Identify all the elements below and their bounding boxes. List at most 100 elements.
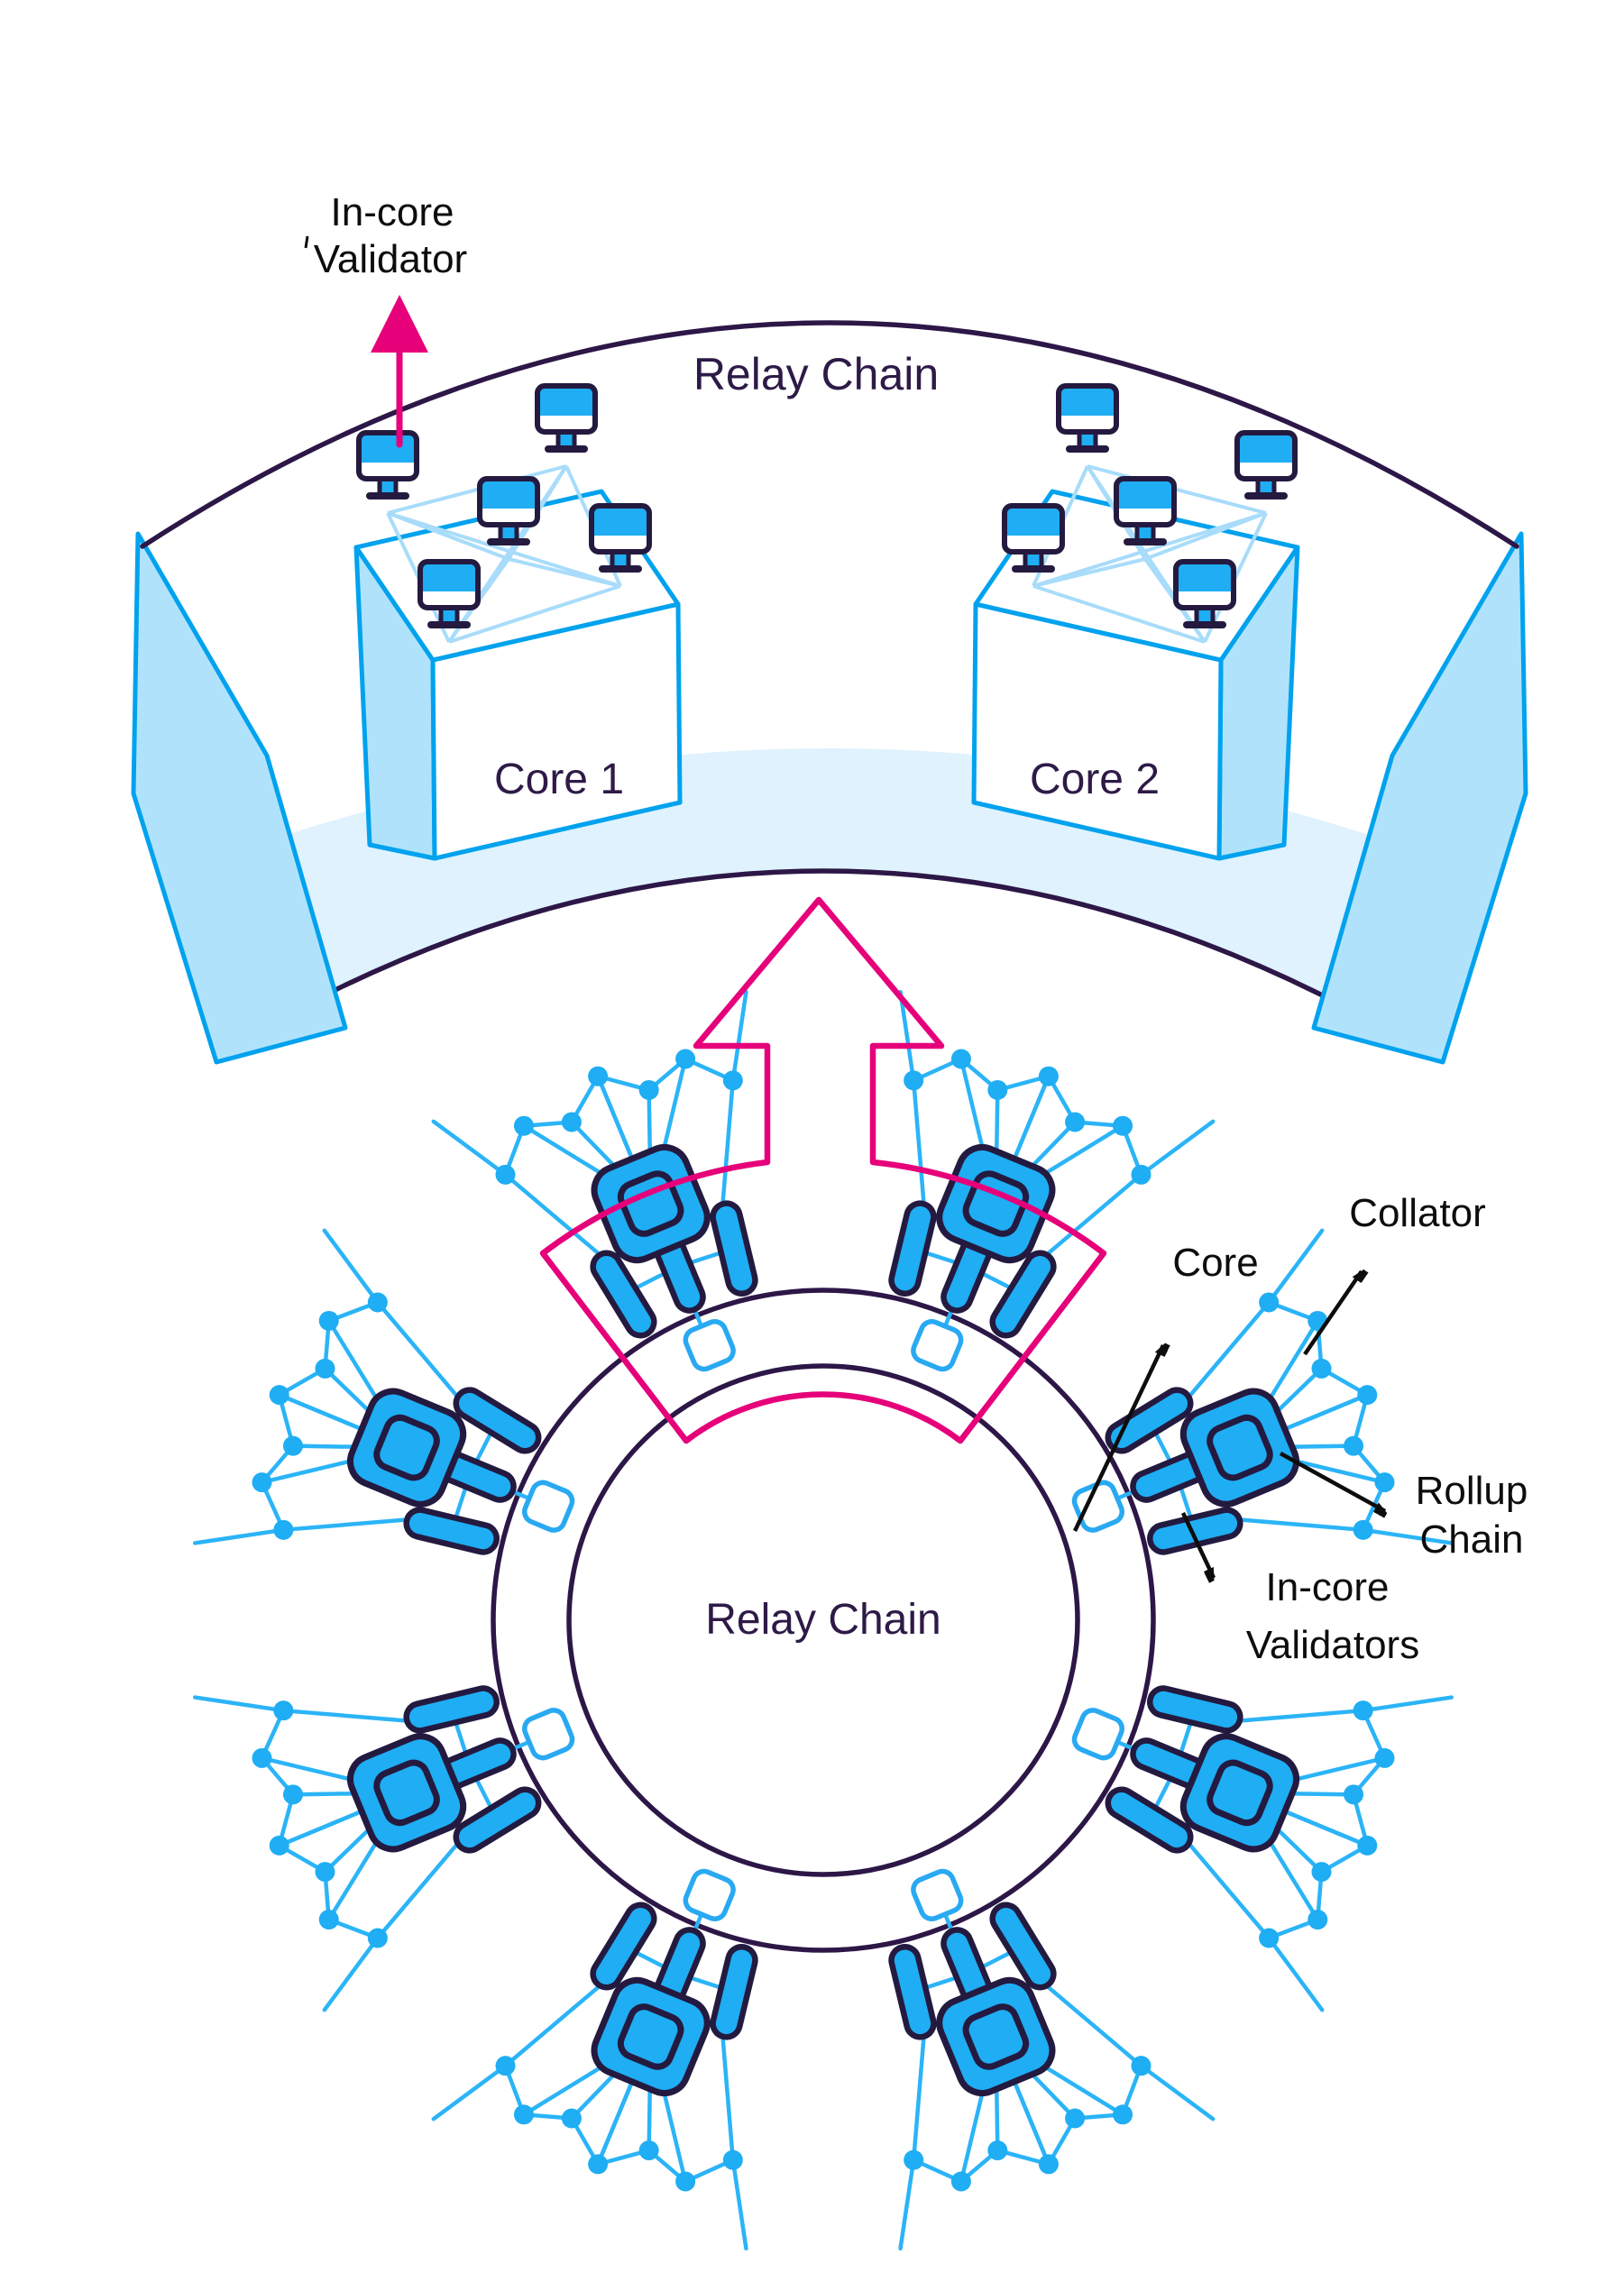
validator-mesh-line — [448, 584, 621, 644]
callout-annotations: Collator Core Rollup Chain In-core Valid… — [1072, 1191, 1528, 1667]
ring-node-icon — [911, 1318, 964, 1372]
incore-validator-pill-icon — [710, 1944, 758, 2040]
monitor-outline — [1234, 430, 1298, 481]
collator-network-stub — [1361, 1527, 1454, 1545]
collator-dot-icon — [1131, 2056, 1151, 2076]
collator-dot-icon — [252, 1747, 272, 1768]
ring-node-icon — [683, 1318, 736, 1372]
monitor-base — [1183, 621, 1226, 628]
collator-dot-icon — [1353, 1700, 1373, 1721]
collator-dot-icon — [1259, 1292, 1280, 1313]
incore-validator-pill-icon — [1147, 1507, 1243, 1555]
monitor-outline — [589, 503, 652, 555]
collator-dot-icon — [513, 1115, 534, 1136]
validator-mesh-line — [387, 511, 621, 588]
collator-network-stub — [898, 989, 916, 1083]
collator-network-line — [1239, 1708, 1365, 1723]
validator-monitor-icon — [1114, 476, 1177, 545]
ring-node-icon — [683, 1868, 736, 1922]
collator-arrow — [1303, 1271, 1362, 1356]
collator-dot-icon — [722, 1070, 743, 1091]
core2-label: Core 2 — [1030, 756, 1160, 803]
validator-mesh-line — [1032, 584, 1206, 644]
collator-network-line — [503, 1984, 601, 2068]
validator-monitor-icon — [477, 476, 540, 545]
ring-title: Relay Chain — [705, 1596, 940, 1644]
collator-network-line — [1045, 1172, 1143, 1256]
collator-dot-icon — [1357, 1385, 1378, 1406]
core2-validators — [1002, 383, 1298, 628]
rollup-chain-icon — [346, 1733, 467, 1853]
collator-dot-icon — [722, 2149, 743, 2170]
collator-dot-icon — [987, 1079, 1008, 1100]
collator-dot-icon — [950, 2171, 971, 2192]
collator-dot-icon — [1131, 1164, 1151, 1185]
rollup-chain-label-line1: Rollup — [1416, 1469, 1528, 1513]
incore-validator-pill-icon — [1147, 1685, 1243, 1734]
collator-dot-icon — [252, 1472, 272, 1493]
collator-network-stub — [898, 2158, 916, 2251]
collator-network-stub — [1139, 2063, 1216, 2122]
collator-network-line — [1188, 1300, 1271, 1398]
monitor-outline — [1056, 383, 1119, 435]
incore-validators-label-line1: In-core — [1266, 1565, 1390, 1609]
monitor-screen — [537, 386, 595, 416]
collator-dot-icon — [1038, 1066, 1059, 1086]
incore-validator-pill-icon — [710, 1200, 758, 1297]
monitor-base — [1244, 492, 1288, 500]
collator-dot-icon — [1344, 1435, 1364, 1456]
collator-network-stub — [1361, 1695, 1454, 1713]
collator-dot-icon — [1374, 1472, 1395, 1493]
ring-inner-circle — [566, 1363, 1080, 1877]
incore-validators-label-line2: Validators — [1246, 1623, 1419, 1667]
collator-dot-icon — [318, 1310, 339, 1331]
collator-network-stub — [322, 1936, 381, 2012]
collator-network-stub — [192, 1527, 286, 1545]
validator-monitor-icon — [535, 383, 598, 453]
collator-dot-icon — [638, 1079, 659, 1100]
validator-monitor-icon — [1056, 383, 1119, 453]
collator-dot-icon — [675, 2171, 696, 2192]
rollup-cluster — [1101, 1685, 1454, 2012]
collator-network-line — [720, 1078, 736, 1205]
monitor-screen — [1059, 386, 1116, 416]
band-right-wall — [1311, 531, 1528, 1065]
collator-network-line — [503, 1172, 601, 1256]
validator-monitor-icon — [417, 559, 481, 628]
collator-dot-icon — [1113, 2104, 1133, 2125]
monitor-base — [1012, 565, 1055, 573]
collator-dot-icon — [561, 1112, 582, 1132]
collator-network-stub — [730, 2158, 748, 2251]
collator-dot-icon — [950, 1049, 971, 1069]
band-inner-arc — [214, 868, 1433, 1058]
core2-box: Core 2 — [971, 383, 1300, 861]
collator-dot-icon — [367, 1928, 388, 1948]
monitor-outline — [1002, 503, 1065, 555]
incore-validator-pill-icon — [403, 1685, 500, 1734]
collator-dot-icon — [561, 2108, 582, 2129]
rollup-chain-icon — [936, 1976, 1056, 2097]
collator-dot-icon — [282, 1435, 303, 1456]
rollup-chain-icon — [346, 1388, 467, 1508]
incore-validator-pill-icon — [453, 1387, 542, 1454]
monitor-screen — [1237, 433, 1295, 463]
collator-dot-icon — [282, 1784, 303, 1805]
ring-node-icon — [1071, 1480, 1125, 1533]
rollup-cluster — [192, 1228, 546, 1555]
ring-node-icon — [911, 1868, 964, 1922]
validator-monitor-icon — [1002, 503, 1065, 573]
validator-mesh-line — [1032, 511, 1267, 588]
band-title: Relay Chain — [693, 349, 939, 399]
monitor-base — [1066, 445, 1109, 453]
collator-network-line — [375, 1300, 459, 1398]
monitor-base — [545, 445, 588, 453]
ring-nodes — [521, 1318, 1125, 1922]
collator-dot-icon — [1307, 1910, 1328, 1930]
collator-dot-icon — [1357, 1835, 1378, 1856]
collator-dot-icon — [987, 2140, 1008, 2161]
collator-dot-icon — [1065, 2108, 1086, 2129]
collator-network-line — [281, 1517, 408, 1533]
rollup-chain-inner — [962, 2003, 1030, 2070]
collator-dot-icon — [638, 2140, 659, 2161]
collator-dot-icon — [1259, 1928, 1280, 1948]
